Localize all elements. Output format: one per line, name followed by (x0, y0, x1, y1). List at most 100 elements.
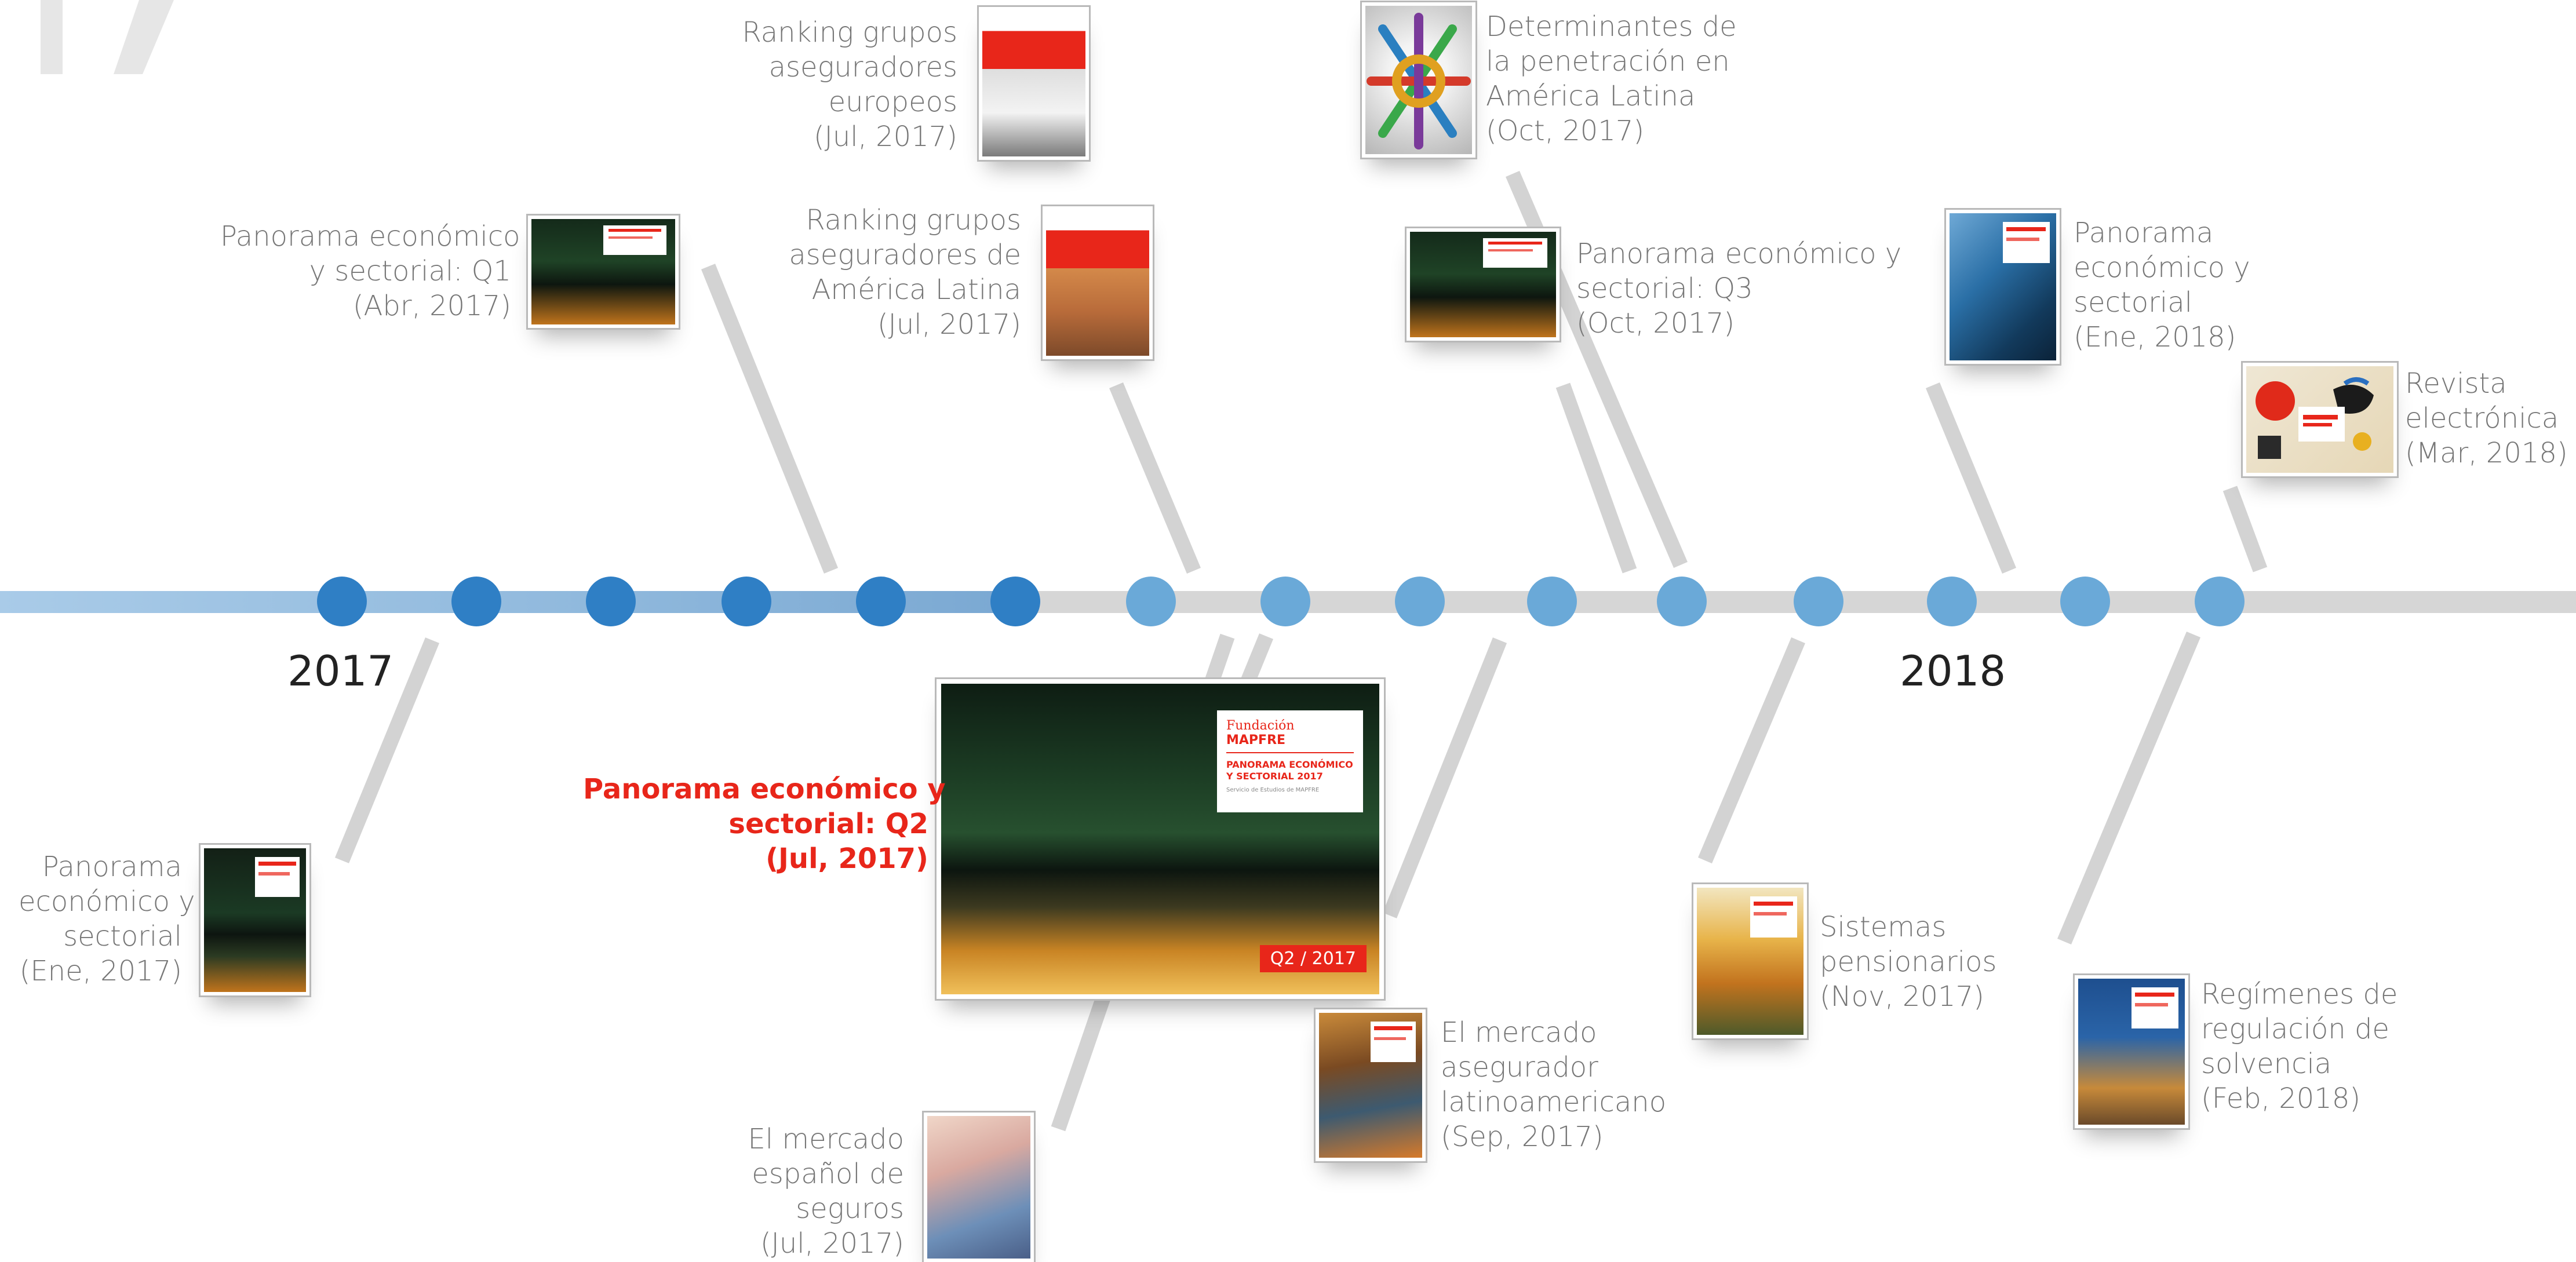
cover-logo-box (603, 225, 667, 255)
cover-art (1367, 13, 1471, 149)
cover-panorama-ene-2018[interactable] (1946, 210, 2060, 364)
timeline-nodes (317, 577, 2245, 626)
label-line: regulación de (2201, 1013, 2389, 1045)
label-ranking-america-latina: Ranking grupos aseguradores de América L… (784, 203, 1021, 342)
cover-brand-bold: MAPFRE (1226, 733, 1286, 747)
timeline-node[interactable] (451, 577, 501, 626)
label-line: Determinantes de (1486, 10, 1737, 43)
cover-title-line-2: Y SECTORIAL 2017 (1226, 771, 1323, 782)
label-line: Panorama (2074, 217, 2214, 249)
timeline-node[interactable] (1260, 577, 1310, 626)
label-line: Panorama (42, 851, 182, 883)
label-line: Panorama económico y (583, 773, 946, 805)
cover-regimenes-solvencia[interactable] (2075, 975, 2188, 1128)
label-panorama-q3-2017: Panorama económico y sectorial: Q3 (Oct,… (1576, 236, 1924, 341)
label-line: pensionarios (1820, 946, 1997, 978)
cover-mercado-espanol[interactable] (924, 1113, 1034, 1262)
cover-panorama-ene-2017[interactable] (201, 845, 309, 995)
cover-revista-electronica[interactable] (2243, 363, 2397, 476)
label-revista-electronica: Revista electrónica (Mar, 2018) (2405, 366, 2573, 470)
label-line: (Oct, 2017) (1576, 307, 1735, 340)
cover-panorama-q2-2017-featured[interactable]: Fundación MAPFRE PANORAMA ECONÓMICO Y SE… (937, 679, 1384, 999)
label-panorama-q2-2017-featured: Panorama económico y sectorial: Q2 (Jul,… (583, 772, 946, 876)
label-determinantes-penetracion: Determinantes de la penetración en Améri… (1486, 9, 1776, 148)
timeline-node[interactable] (1126, 577, 1176, 626)
label-line: la penetración en (1486, 45, 1730, 78)
label-line: América Latina (1486, 80, 1696, 112)
label-line: (Jul, 2017) (877, 308, 1021, 341)
label-line: (Jul, 2017) (760, 1227, 904, 1260)
label-regimenes-solvencia: Regímenes de regulación de solvencia (Fe… (2201, 977, 2421, 1116)
cover-logo-box (2003, 222, 2050, 264)
timeline-node[interactable] (990, 577, 1040, 626)
label-line: sectorial: Q3 (1576, 272, 1753, 305)
label-line: Sistemas (1820, 911, 1947, 943)
label-sistemas-pensionarios: Sistemas pensionarios (Nov, 2017) (1820, 910, 2028, 1014)
timeline-node[interactable] (586, 577, 636, 626)
label-line: seguros (796, 1192, 904, 1225)
cover-logo-box (2132, 987, 2178, 1028)
label-line: sectorial: Q2 (728, 808, 928, 840)
label-line: Revista (2405, 367, 2507, 400)
timeline-node[interactable] (1527, 577, 1577, 626)
label-line: (Jul, 2017) (813, 121, 957, 153)
timeline-node[interactable] (1794, 577, 1843, 626)
label-line: solvencia (2201, 1048, 2332, 1080)
timeline-node[interactable] (1395, 577, 1445, 626)
timeline-node[interactable] (856, 577, 906, 626)
timeline-node[interactable] (1657, 577, 1707, 626)
timeline-track-past (0, 591, 1020, 613)
timeline-node[interactable] (317, 577, 367, 626)
label-line: (Ene, 2017) (19, 955, 182, 987)
label-line: Regímenes de (2201, 978, 2398, 1011)
cover-determinantes-penetracion[interactable] (1362, 2, 1475, 158)
cover-logo-box (1371, 1022, 1416, 1062)
timeline-node[interactable] (2195, 577, 2245, 626)
label-line: El mercado (748, 1123, 904, 1155)
cover-panorama-q3-2017[interactable] (1407, 228, 1560, 341)
cover-art (2256, 377, 2374, 459)
label-line: económico y (19, 885, 195, 918)
cover-logo-box (1483, 238, 1547, 268)
label-line: (Feb, 2018) (2201, 1082, 2361, 1115)
cover-brand: Fundación (1226, 718, 1295, 733)
cover-quarter-tag: Q2 / 2017 (1259, 945, 1367, 972)
label-line: (Sep, 2017) (1441, 1121, 1604, 1153)
label-line: (Oct, 2017) (1486, 115, 1645, 147)
label-line: América Latina (811, 273, 1021, 306)
label-line: Ranking grupos (806, 204, 1021, 236)
label-panorama-ene-2018: Panorama económico y sectorial (Ene, 201… (2074, 216, 2294, 355)
timeline-node[interactable] (2060, 577, 2110, 626)
timeline-node[interactable] (722, 577, 771, 626)
label-ranking-europeos: Ranking grupos aseguradores europeos (Ju… (724, 15, 957, 154)
label-line: económico y (2074, 251, 2250, 284)
label-line: (Abr, 2017) (352, 290, 511, 322)
label-line: (Ene, 2018) (2074, 321, 2236, 353)
cover-sistemas-pensionarios[interactable] (1693, 884, 1807, 1038)
label-line: aseguradores (768, 51, 957, 83)
cover-mercado-latinoamericano[interactable] (1316, 1009, 1426, 1161)
label-panorama-q1-2017: Panorama económico y sectorial: Q1 (Abr,… (220, 219, 520, 323)
label-panorama-ene-2017: Panorama económico y sectorial (Ene, 201… (19, 849, 195, 989)
label-line: (Nov, 2017) (1820, 980, 1984, 1013)
cover-subtitle: Servicio de Estudios de MAPFRE (1226, 787, 1320, 793)
cover-ranking-europeos[interactable] (979, 7, 1089, 160)
cover-panorama-q1-2017[interactable] (528, 216, 679, 328)
label-line: asegurador (1441, 1051, 1598, 1084)
label-line: Panorama económico y (1576, 238, 1902, 270)
cover-ranking-america-latina[interactable] (1043, 206, 1153, 359)
timeline-node[interactable] (1927, 577, 1977, 626)
label-line: El mercado (1441, 1016, 1597, 1049)
year-label-2018: 2018 (1900, 647, 2006, 695)
label-line: sectorial (2074, 286, 2192, 319)
cover-logo-box (255, 856, 300, 898)
label-line: europeos (828, 86, 957, 118)
label-line: aseguradores de (789, 239, 1021, 271)
label-line: electrónica (2405, 402, 2559, 435)
label-line: (Mar, 2018) (2405, 437, 2568, 469)
label-line: Panorama económico (220, 220, 520, 253)
decorative-year-glyph (41, 0, 174, 74)
label-line: latinoamericano (1441, 1086, 1667, 1118)
